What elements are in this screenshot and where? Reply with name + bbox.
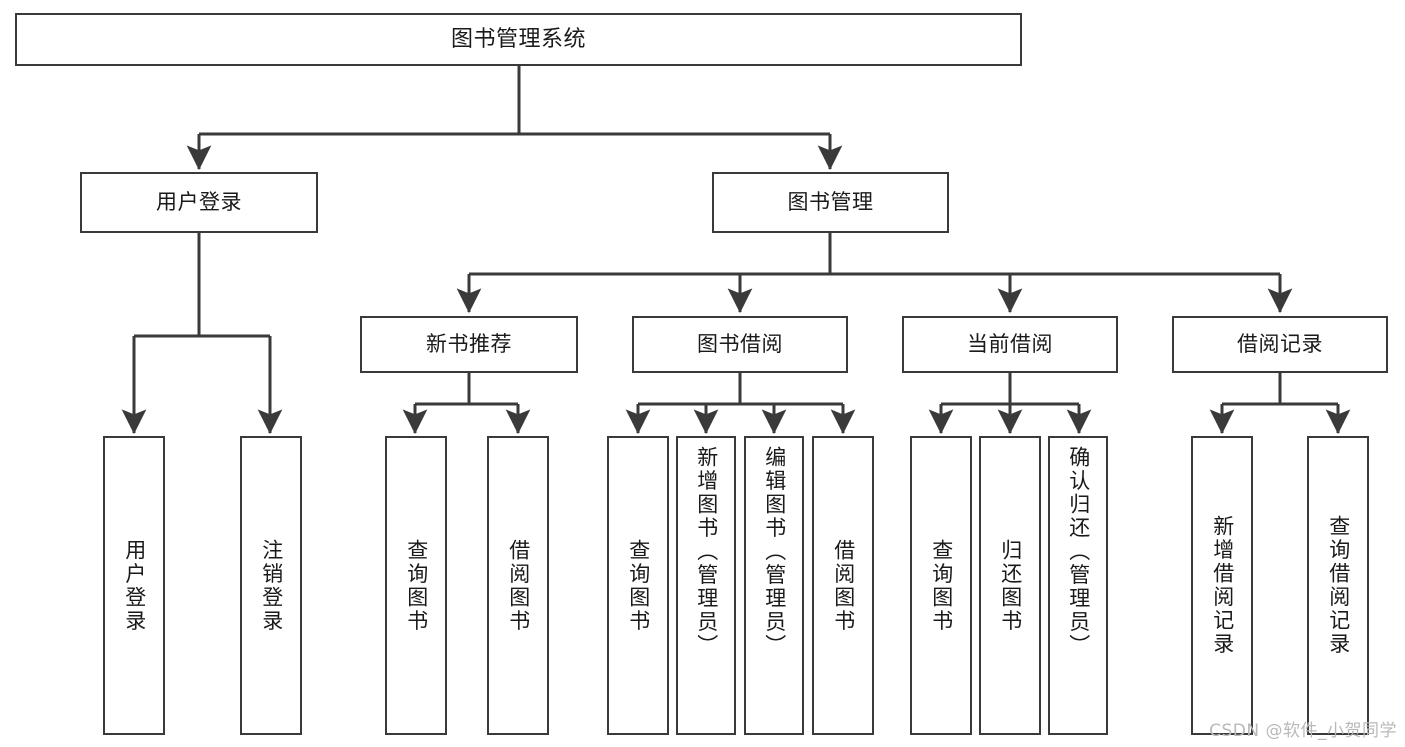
node-label: 查询图书 [404,538,429,633]
leaf-return-book[interactable]: 归还图书 [979,436,1041,735]
leaf-recommend-borrow-book[interactable]: 借阅图书 [487,436,549,735]
node-label: 用户登录 [156,190,242,214]
node-root-system[interactable]: 图书管理系统 [15,13,1022,66]
node-label: 图书管理系统 [450,26,586,52]
node-book-borrow[interactable]: 图书借阅 [632,316,848,373]
node-borrow-record[interactable]: 借阅记录 [1172,316,1388,373]
leaf-confirm-return-admin[interactable]: 确认归还（管理员） [1048,436,1108,735]
leaf-add-book-admin[interactable]: 新增图书（管理员） [676,436,736,735]
leaf-add-borrow-record[interactable]: 新增借阅记录 [1191,436,1253,735]
node-label: 借阅记录 [1237,332,1323,356]
node-label: 查询图书 [626,538,651,633]
leaf-user-login[interactable]: 用户登录 [103,436,165,735]
node-label: 新增图书（管理员） [694,446,719,658]
node-label: 查询图书 [929,538,954,633]
node-label: 新书推荐 [426,332,512,356]
leaf-logout[interactable]: 注销登录 [240,436,302,735]
leaf-borrow-borrow-book[interactable]: 借阅图书 [812,436,874,735]
node-label: 编辑图书（管理员） [762,446,787,658]
node-label: 查询借阅记录 [1326,515,1351,656]
node-label: 借阅图书 [831,538,856,633]
leaf-edit-book-admin[interactable]: 编辑图书（管理员） [744,436,804,735]
node-label: 图书管理 [787,190,874,214]
node-new-book-recommend[interactable]: 新书推荐 [360,316,578,373]
leaf-current-query-book[interactable]: 查询图书 [910,436,972,735]
node-current-borrow[interactable]: 当前借阅 [902,316,1118,373]
node-label: 归还图书 [998,538,1023,633]
node-label: 用户登录 [122,538,147,633]
leaf-query-borrow-record[interactable]: 查询借阅记录 [1307,436,1369,735]
leaf-borrow-query-book[interactable]: 查询图书 [607,436,669,735]
node-label: 借阅图书 [506,538,531,633]
node-label: 图书借阅 [697,332,783,356]
node-label: 确认归还（管理员） [1066,446,1091,658]
csdn-watermark: CSDN @软件_小贺同学 [1209,721,1397,741]
leaf-recommend-query-book[interactable]: 查询图书 [385,436,447,735]
node-book-management[interactable]: 图书管理 [712,172,949,233]
node-label: 注销登录 [259,538,284,633]
node-label: 新增借阅记录 [1210,515,1235,656]
node-label: 当前借阅 [967,332,1053,356]
node-user-login[interactable]: 用户登录 [80,172,318,233]
